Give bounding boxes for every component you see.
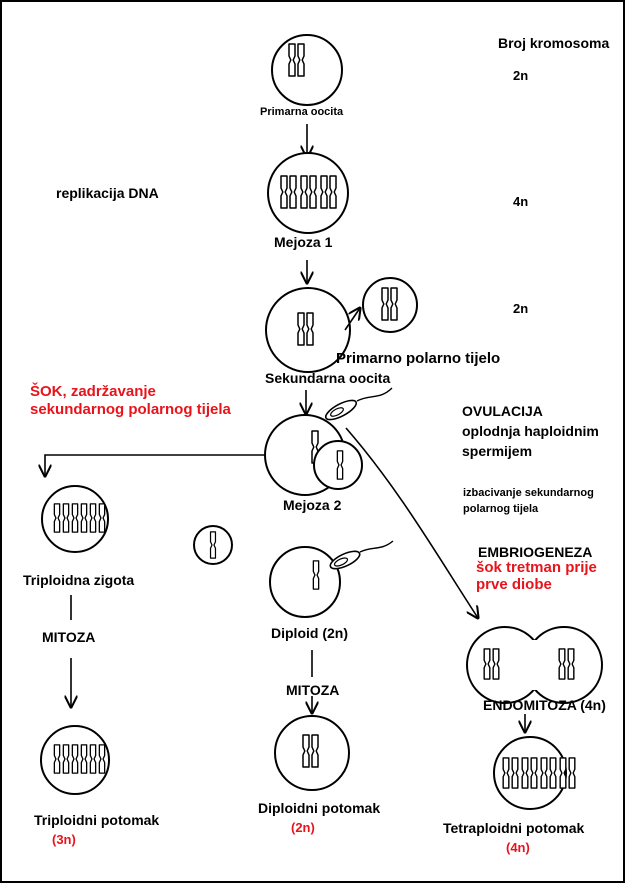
diploid-ploidy-label: (2n) — [291, 820, 315, 835]
tetraploid-offspring-label: Tetraploidni potomak — [443, 820, 585, 836]
triploid-zygote-cell — [41, 485, 109, 553]
expelled-polar-body — [193, 525, 233, 565]
triploid-zygote-label: Triploidna zigota — [23, 572, 135, 588]
diploid-offspring-label: Diploidni potomak — [258, 800, 381, 816]
second-polar-body-cell — [313, 440, 363, 490]
count-4n: 4n — [513, 194, 529, 209]
count-2n-top: 2n — [513, 68, 529, 83]
primary-polar-body-label: Primarno polarno tijelo — [336, 350, 501, 367]
shock-treatment-label-line2: prve diobe — [476, 576, 552, 593]
sperm-icon — [324, 387, 393, 421]
ovulation-label-line1: OVULACIJA — [462, 403, 543, 419]
arrow-to-triploid — [45, 454, 265, 476]
ovulation-label-line2: oplodnja haploidnim — [462, 423, 599, 439]
shock-treatment-label-line1: šok tretman prije — [476, 559, 597, 576]
meiosis2-label: Mejoza 2 — [283, 497, 342, 513]
primary-oocyte-cell — [271, 34, 343, 106]
count-2n-mid: 2n — [513, 301, 529, 316]
embryogenesis-label: EMBRIOGENEZA — [478, 544, 593, 560]
primary-polar-body — [362, 277, 418, 333]
secondary-oocyte-label: Sekundarna oocita — [265, 370, 391, 386]
triploid-offspring-cell — [40, 725, 110, 795]
chromosome-count-heading: Broj kromosoma — [498, 35, 610, 51]
endomitosis-cell — [466, 626, 603, 704]
dna-replication-label: replikacija DNA — [56, 185, 159, 201]
secondary-oocyte-cell — [265, 287, 351, 373]
triploid-ploidy-label: (3n) — [52, 832, 76, 847]
arrow-to-endomitosis — [345, 427, 478, 618]
diploid-cell — [269, 546, 341, 618]
tetraploid-ploidy-label: (4n) — [506, 840, 530, 855]
shock-retention-label-line2: sekundarnog polarnog tijela — [30, 401, 231, 418]
mitosis-center-label: MITOZA — [286, 682, 340, 698]
meiosis1-cell — [267, 152, 349, 234]
meiosis1-label: Mejoza 1 — [274, 234, 333, 250]
ovulation-label-line3: spermijem — [462, 443, 533, 459]
diploid-offspring-cell — [274, 715, 350, 791]
arrow-to-polar-body — [344, 308, 360, 331]
endomitosis-label: ENDOMITOZA (4n) — [483, 697, 606, 713]
tetraploid-offspring-cell — [493, 736, 576, 810]
mitosis-left-label: MITOZA — [42, 629, 96, 645]
shock-retention-label-line1: ŠOK, zadržavanje — [30, 383, 156, 400]
diploid-label: Diploid (2n) — [271, 625, 348, 641]
expulsion-label-line2: polarnog tijela — [463, 503, 539, 515]
primary-oocyte-label: Primarna oocita — [260, 106, 344, 118]
triploid-offspring-label: Triploidni potomak — [34, 812, 160, 828]
expulsion-label-line1: izbacivanje sekundarnog — [463, 487, 594, 499]
sperm-icon — [329, 540, 394, 570]
